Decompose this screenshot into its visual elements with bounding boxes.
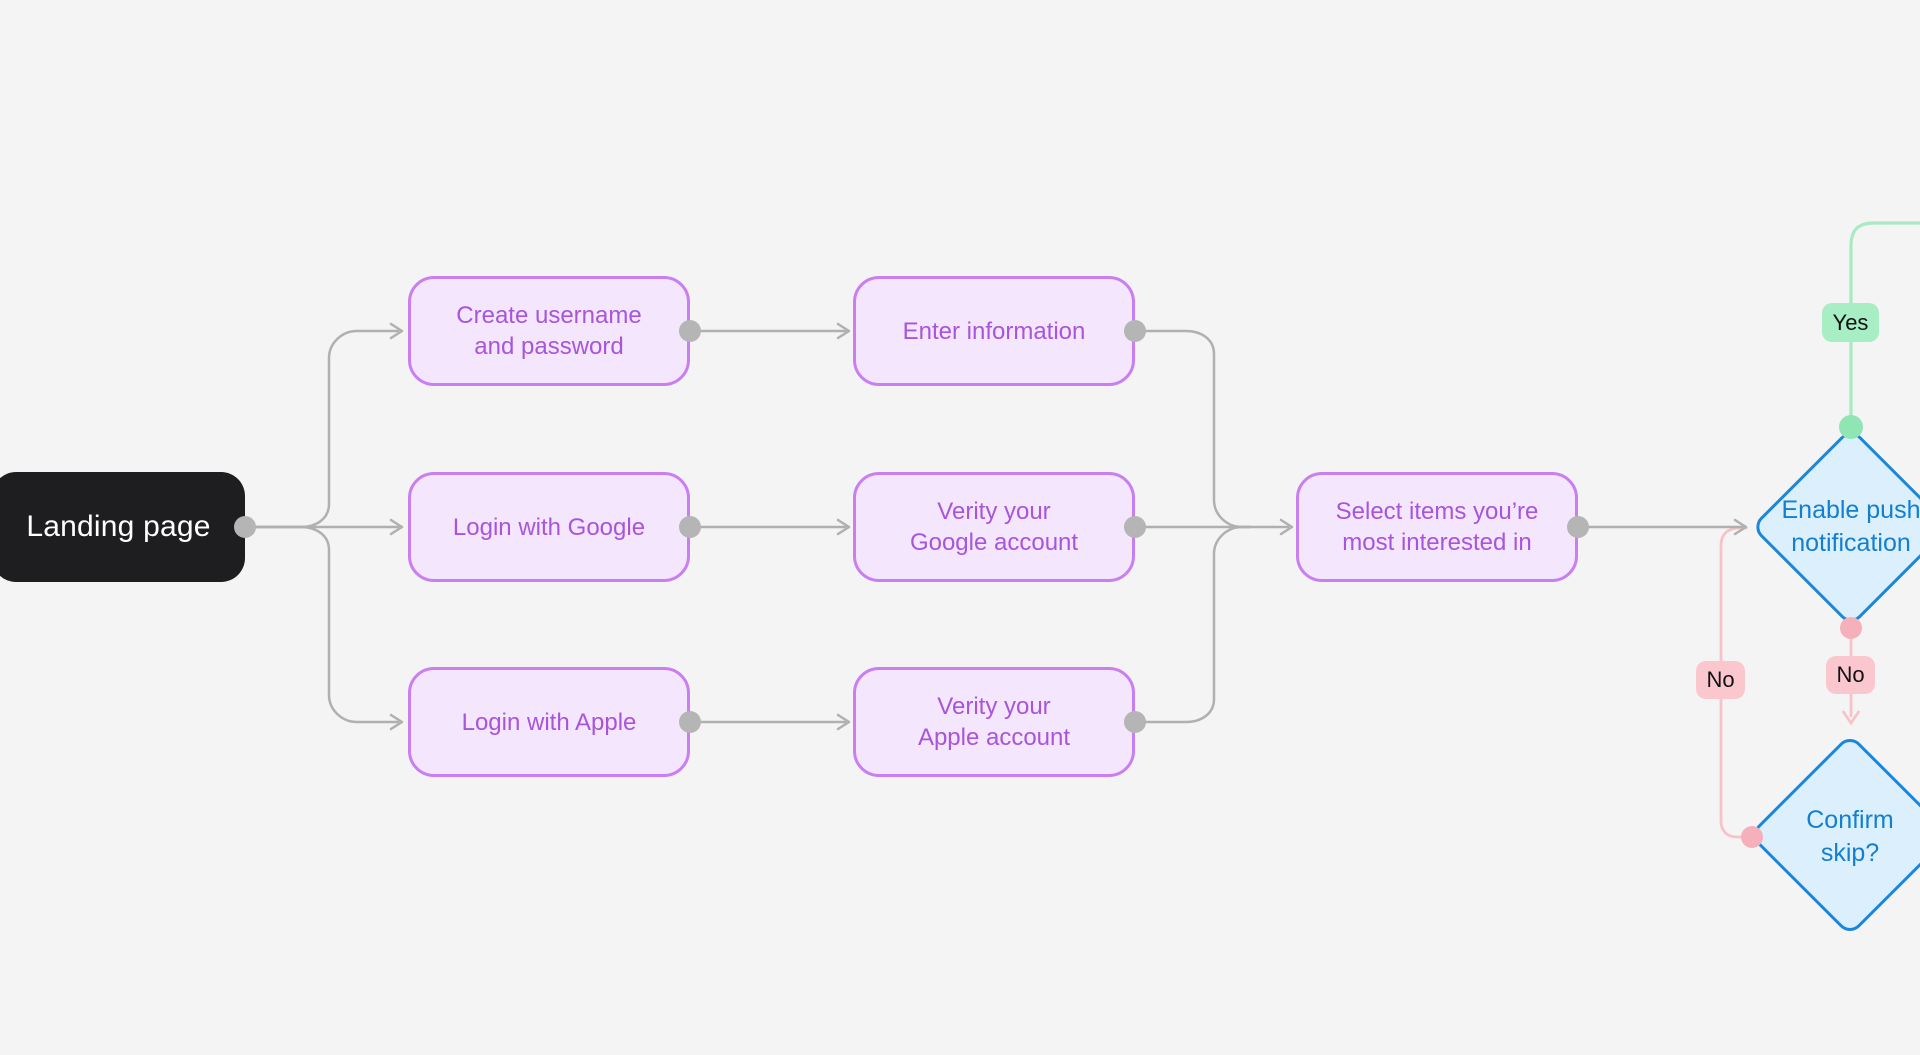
edge-landing-to-apple <box>243 525 400 724</box>
node-verify-google-label: Verity your Google account <box>909 498 1079 556</box>
node-login-google[interactable]: Login with Google <box>408 472 690 582</box>
node-login-apple[interactable]: Login with Apple <box>408 667 690 777</box>
node-login-google-label: Login with Google <box>452 513 646 541</box>
node-enter-information-label: Enter information <box>902 317 1086 345</box>
edge-label-yes[interactable]: Yes <box>1822 303 1879 342</box>
node-select-items[interactable]: Select items you’re most interested in <box>1296 472 1578 582</box>
node-login-apple-label: Login with Apple <box>461 708 637 736</box>
node-select-items-label: Select items you’re most interested in <box>1335 498 1539 556</box>
edge-vapple-to-select <box>1133 525 1252 724</box>
node-verify-google[interactable]: Verity your Google account <box>853 472 1135 582</box>
decision-confirm-skip-label: Confirm skip? <box>1806 806 1894 867</box>
node-verify-apple-label: Verity your Apple account <box>917 693 1071 751</box>
decision-enable-push-label: Enable push notification <box>1781 496 1920 557</box>
node-create-username-label: Create username and password <box>456 302 642 360</box>
node-verify-apple[interactable]: Verity your Apple account <box>853 667 1135 777</box>
edge-enter-to-select <box>1133 329 1252 529</box>
edge-label-no-push[interactable]: No <box>1826 656 1875 694</box>
node-create-username[interactable]: Create username and password <box>408 276 690 386</box>
edge-landing-to-create <box>243 329 400 529</box>
node-landing-page-label: Landing page <box>26 510 211 543</box>
node-enter-information[interactable]: Enter information <box>853 276 1135 386</box>
edge-label-no-confirm[interactable]: No <box>1696 661 1745 699</box>
node-landing-page[interactable]: Landing page <box>0 472 245 582</box>
